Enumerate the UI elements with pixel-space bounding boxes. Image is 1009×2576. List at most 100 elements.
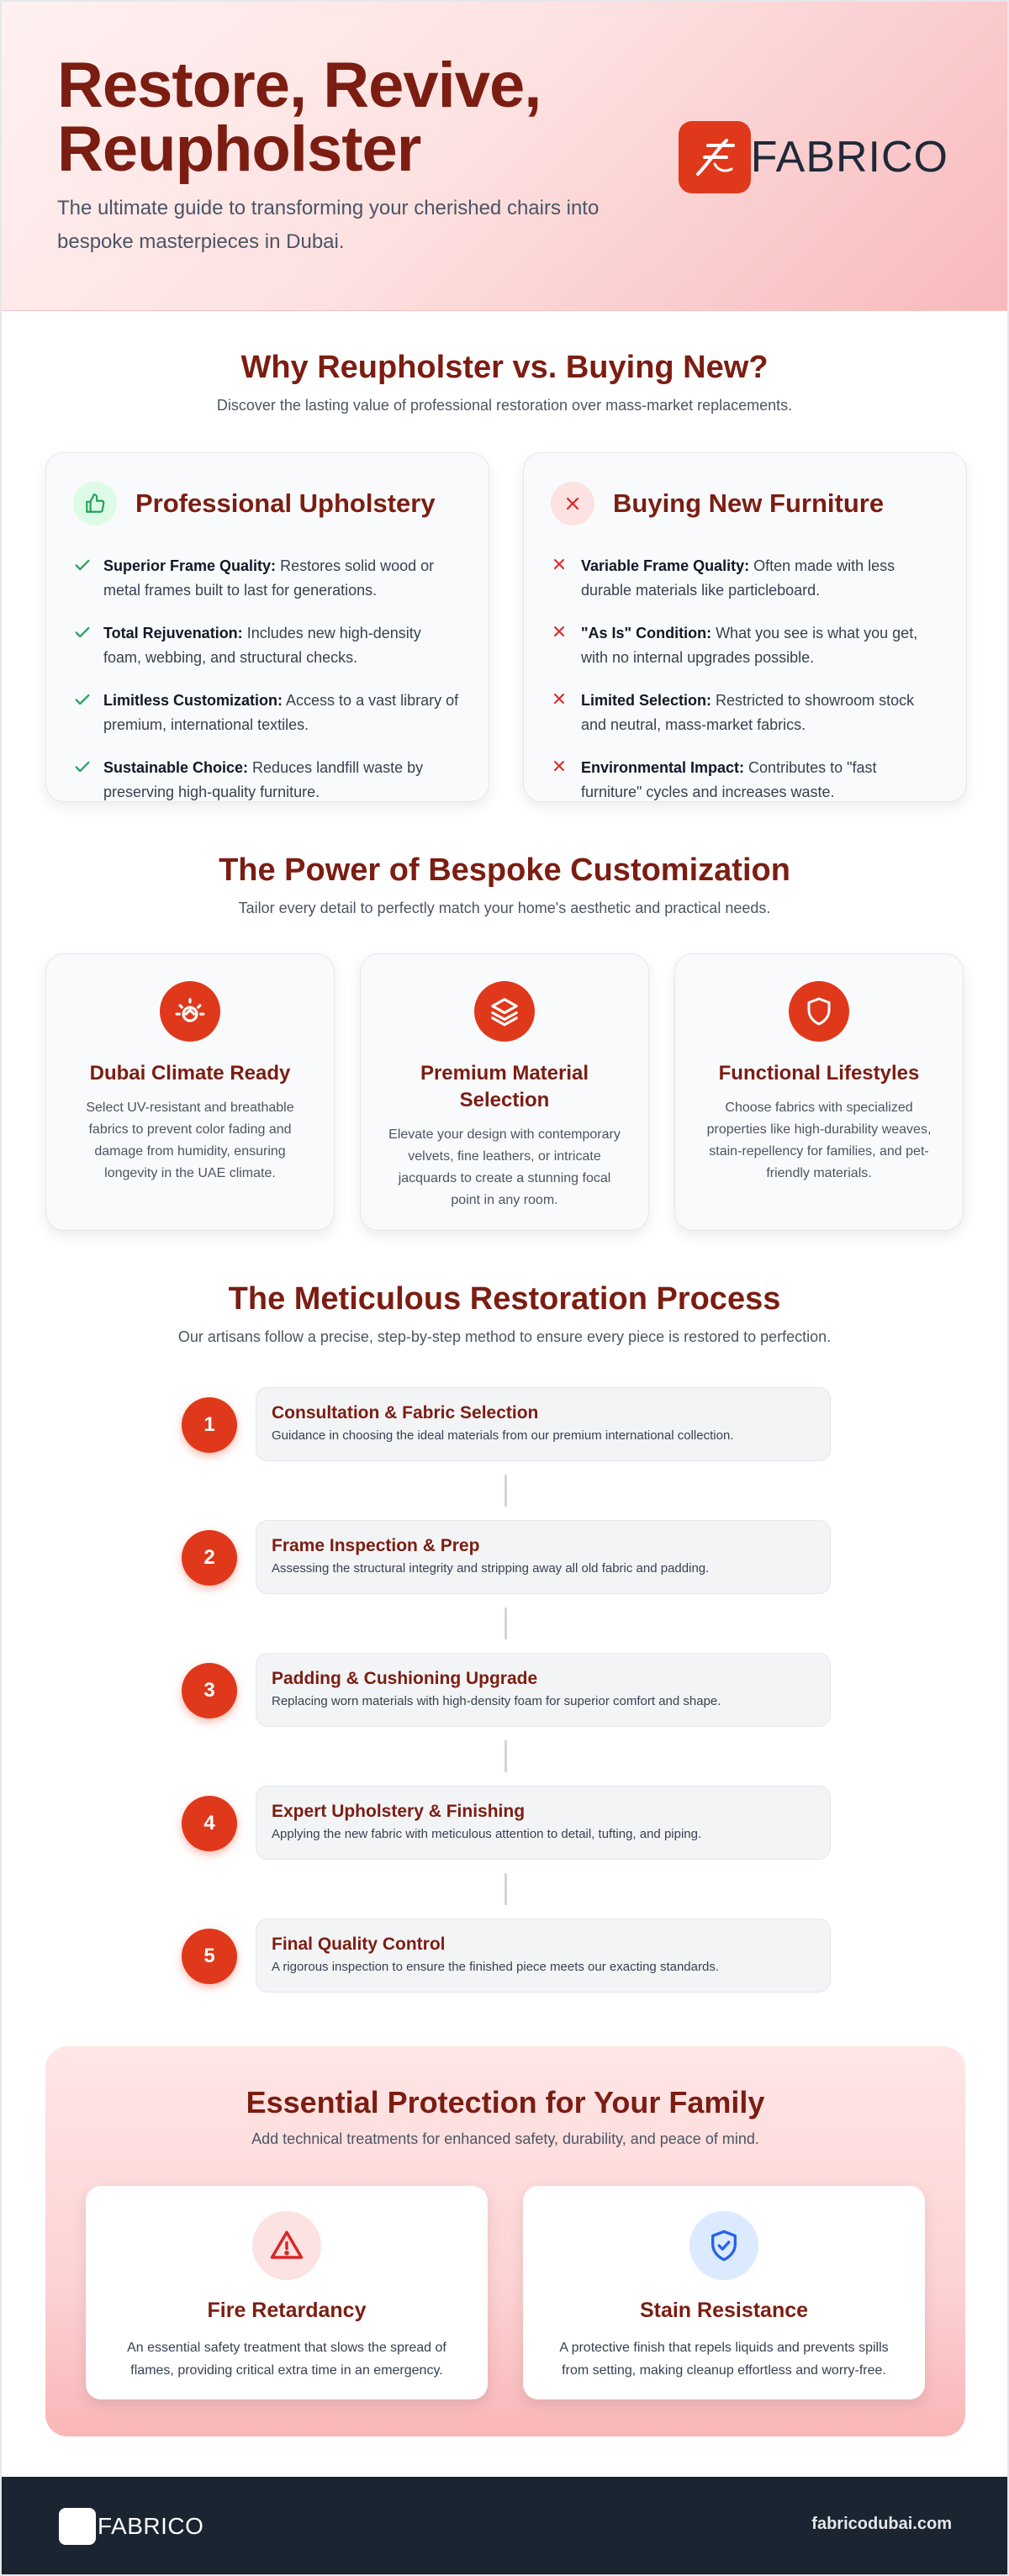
hero-subtitle: The ultimate guide to transforming your …	[57, 197, 600, 253]
comparison-item: "As Is" Condition: What you see is what …	[551, 621, 939, 670]
footer-brand-name: FABRICO	[98, 2513, 204, 2539]
comparison-label: Total Rejuvenation:	[103, 625, 243, 641]
step-number: 4	[182, 1796, 237, 1851]
step-description: Assessing the structural integrity and s…	[272, 1561, 710, 1576]
step-box: Consultation & Fabric Selection Guidance…	[256, 1387, 831, 1461]
footer-logo[interactable]: FABRICO	[59, 2508, 203, 2545]
comparison-label: Environmental Impact:	[581, 759, 745, 776]
professional-list: Superior Frame Quality: Restores solid w…	[73, 554, 462, 805]
comparison-item: Superior Frame Quality: Restores solid w…	[73, 554, 462, 603]
protection-section: Essential Protection for Your Family Add…	[45, 2046, 965, 2436]
cross-icon	[551, 689, 581, 711]
comparison-label: "As Is" Condition:	[581, 625, 712, 641]
comparison-text: Total Rejuvenation: Includes new high-de…	[103, 625, 421, 666]
feature-card-climate: Dubai Climate Ready Select UV-resistant …	[45, 953, 335, 1231]
step-number: 2	[182, 1530, 237, 1586]
buying-new-list: Variable Frame Quality: Often made with …	[551, 554, 939, 805]
feature-description: Select UV-resistant and breathable fabri…	[86, 1101, 294, 1180]
process-step: 2 Frame Inspection & Prep Assessing the …	[182, 1520, 831, 1594]
protection-card-title: Stain Resistance	[639, 2299, 809, 2322]
comparison-label: Variable Frame Quality:	[581, 557, 750, 574]
process-step: 3 Padding & Cushioning Upgrade Replacing…	[182, 1653, 831, 1727]
why-title: Why Reupholster vs. Buying New?	[240, 350, 769, 385]
step-connector	[504, 1873, 507, 1905]
process-step: 4 Expert Upholstery & Finishing Applying…	[182, 1786, 831, 1860]
custom-subtitle: Tailor every detail to perfectly match y…	[238, 900, 771, 916]
feature-title: Dubai Climate Ready	[89, 1062, 291, 1085]
comparison-item: Total Rejuvenation: Includes new high-de…	[73, 621, 462, 670]
hero-title: Restore, Revive, Reupholster	[57, 50, 541, 185]
check-icon	[73, 756, 103, 780]
buying-new-title: Buying New Furniture	[613, 488, 885, 518]
check-icon	[73, 554, 103, 578]
thumbs-up-icon	[73, 482, 117, 525]
professional-title: Professional Upholstery	[135, 488, 436, 518]
comparison-label: Limited Selection:	[581, 692, 712, 709]
step-number: 3	[182, 1663, 237, 1718]
step-connector	[504, 1475, 507, 1507]
step-title: Frame Inspection & Prep	[272, 1536, 480, 1555]
comparison-label: Superior Frame Quality:	[103, 557, 277, 574]
comparison-text: Sustainable Choice: Reduces landfill was…	[103, 759, 424, 800]
comparison-text: Limited Selection: Restricted to showroo…	[581, 692, 915, 733]
fabrico-logo-icon	[678, 121, 751, 193]
process-title: The Meticulous Restoration Process	[228, 1281, 781, 1317]
protection-card-description: An essential safety treatment that slows…	[127, 2341, 446, 2378]
step-title: Padding & Cushioning Upgrade	[272, 1669, 538, 1688]
protection-title: Essential Protection for Your Family	[246, 2085, 765, 2119]
shield-icon	[789, 981, 849, 1042]
shield-check-icon	[689, 2211, 758, 2280]
fabrico-logo-icon	[59, 2508, 96, 2545]
check-icon	[73, 689, 103, 713]
comparison-text: Superior Frame Quality: Restores solid w…	[103, 557, 435, 599]
comparison-item: Limitless Customization: Access to a vas…	[73, 689, 462, 737]
brand-name: FABRICO	[750, 133, 948, 182]
step-connector	[504, 1607, 507, 1639]
warning-triangle-icon	[252, 2211, 321, 2280]
comparison-item: Limited Selection: Restricted to showroo…	[551, 689, 939, 737]
custom-title: The Power of Bespoke Customization	[219, 853, 790, 888]
process-step: 5 Final Quality Control A rigorous inspe…	[182, 1919, 831, 1993]
process-step: 1 Consultation & Fabric Selection Guidan…	[182, 1387, 831, 1461]
step-box: Frame Inspection & Prep Assessing the st…	[256, 1520, 831, 1594]
step-description: Guidance in choosing the ideal materials…	[272, 1428, 734, 1443]
professional-card: Professional Upholstery Superior Frame Q…	[45, 452, 489, 802]
cross-icon	[551, 621, 581, 644]
step-description: A rigorous inspection to ensure the fini…	[272, 1960, 719, 1974]
step-number: 5	[182, 1929, 237, 1984]
step-description: Applying the new fabric with meticulous …	[272, 1827, 702, 1841]
cross-icon	[551, 756, 581, 779]
protection-subtitle: Add technical treatments for enhanced sa…	[251, 2130, 759, 2147]
feature-description: Choose fabrics with specialized properti…	[706, 1101, 932, 1180]
protection-card-fire: Fire Retardancy An essential safety trea…	[86, 2186, 488, 2399]
hero-banner: Restore, Revive, Reupholster The ultimat…	[2, 2, 1007, 311]
comparison-text: Limitless Customization: Access to a vas…	[103, 692, 459, 733]
step-title: Final Quality Control	[272, 1935, 446, 1954]
process-subtitle: Our artisans follow a precise, step-by-s…	[177, 1328, 832, 1345]
step-connector	[504, 1740, 507, 1772]
protection-card-stain: Stain Resistance A protective finish tha…	[523, 2186, 925, 2399]
comparison-label: Limitless Customization:	[103, 692, 283, 709]
protection-card-description: A protective finish that repels liquids …	[559, 2341, 889, 2378]
feature-title: Functional Lifestyles	[718, 1062, 920, 1085]
step-title: Expert Upholstery & Finishing	[272, 1802, 526, 1821]
cross-icon	[551, 554, 581, 577]
step-description: Replacing worn materials with high-densi…	[272, 1694, 721, 1708]
protection-card-title: Fire Retardancy	[207, 2299, 367, 2322]
footer-website-link[interactable]: fabricodubai.com	[811, 2515, 952, 2533]
x-circle-icon	[551, 482, 594, 525]
comparison-item: Variable Frame Quality: Often made with …	[551, 554, 939, 603]
feature-title: Premium Material Selection	[420, 1062, 589, 1111]
step-box: Padding & Cushioning Upgrade Replacing w…	[256, 1653, 831, 1727]
sun-house-icon	[160, 981, 220, 1042]
buying-new-card: Buying New Furniture Variable Frame Qual…	[523, 452, 967, 802]
step-title: Consultation & Fabric Selection	[272, 1403, 539, 1423]
step-number: 1	[182, 1397, 237, 1453]
layers-icon	[474, 981, 535, 1042]
check-icon	[73, 621, 103, 646]
comparison-text: Environmental Impact: Contributes to "fa…	[581, 759, 877, 800]
brand-logo: FABRICO	[678, 121, 948, 193]
comparison-item: Environmental Impact: Contributes to "fa…	[551, 756, 939, 805]
comparison-text: Variable Frame Quality: Often made with …	[581, 557, 895, 599]
